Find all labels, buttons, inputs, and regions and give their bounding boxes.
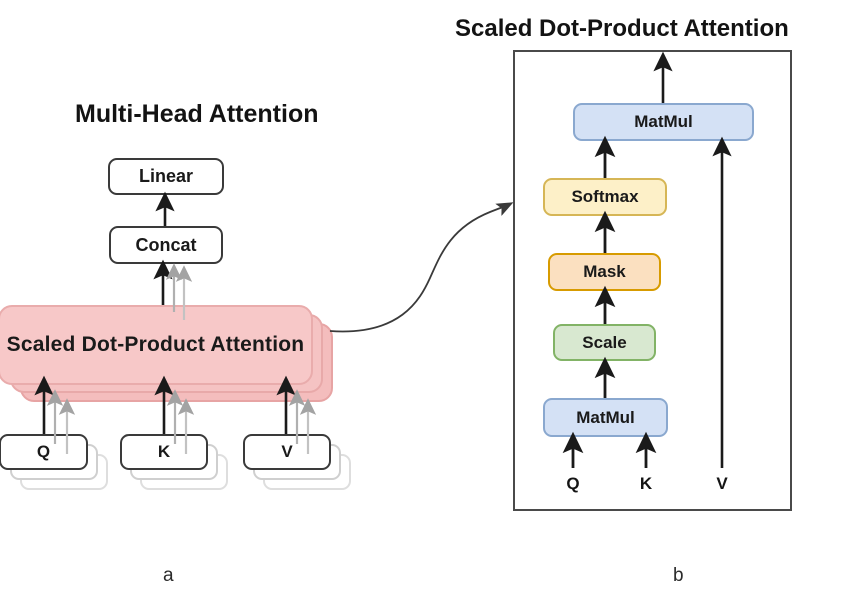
node-mask[interactable]: Mask xyxy=(548,253,661,291)
caption-b: b xyxy=(673,565,684,586)
node-linear[interactable]: Linear xyxy=(108,158,224,195)
right-figure-title: Scaled Dot-Product Attention xyxy=(455,15,789,42)
node-matmul-bottom[interactable]: MatMul xyxy=(543,398,668,437)
left-figure-title: Multi-Head Attention xyxy=(75,100,319,128)
input-label-v: V xyxy=(716,474,728,493)
input-label-q: Q xyxy=(566,474,580,493)
node-k[interactable]: K xyxy=(120,434,208,470)
node-q[interactable]: Q xyxy=(0,434,88,470)
caption-a: a xyxy=(163,565,174,586)
node-v[interactable]: V xyxy=(243,434,331,470)
sdpa-panel-border xyxy=(513,50,792,511)
node-scaled-dot-product-attention[interactable]: Scaled Dot-Product Attention xyxy=(0,305,313,385)
node-concat[interactable]: Concat xyxy=(109,226,223,264)
node-matmul-top[interactable]: MatMul xyxy=(573,103,754,141)
callout-curve-sdpa-to-panel xyxy=(329,202,514,333)
input-label-k: K xyxy=(639,474,653,493)
node-scale[interactable]: Scale xyxy=(553,324,656,361)
node-softmax[interactable]: Softmax xyxy=(543,178,667,216)
